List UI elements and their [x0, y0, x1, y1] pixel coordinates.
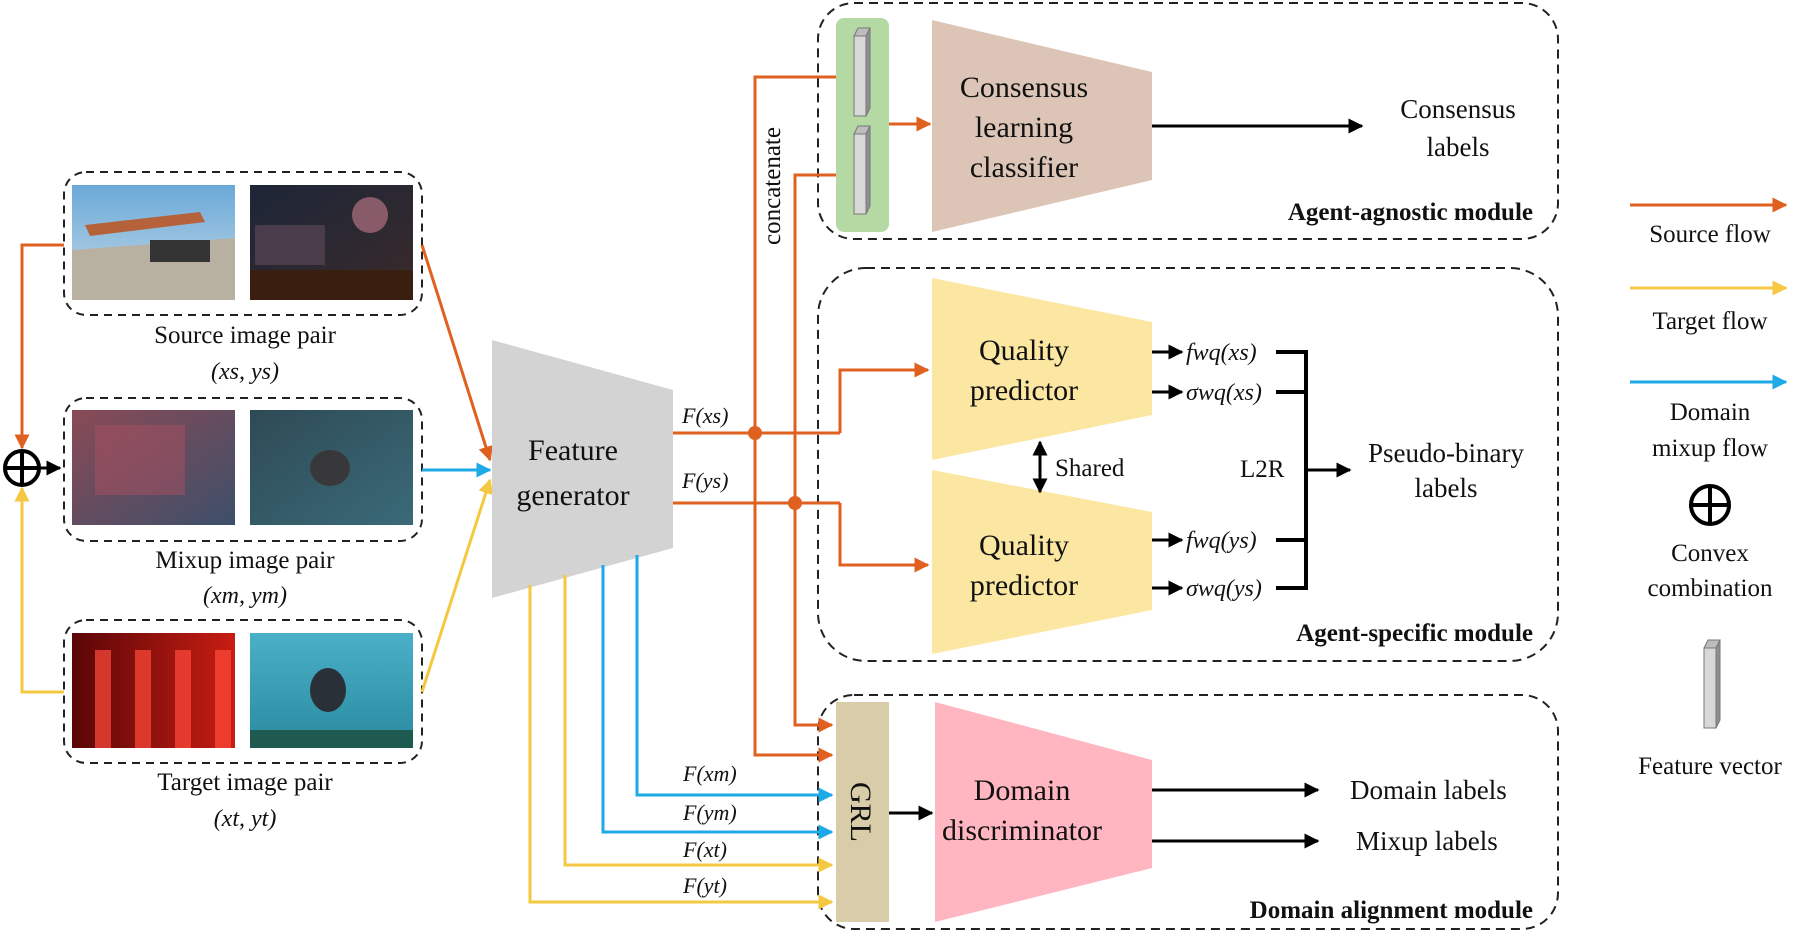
mixup-flow-lines — [601, 555, 834, 840]
quality-predictor-bottom: Quality predictor — [932, 470, 1152, 654]
source-image-pair: Source image pair (xs, ys) — [63, 171, 423, 385]
feature-fxs: F(xs) — [681, 403, 728, 428]
consensus-learning-classifier: Consensus learning classifier — [932, 20, 1152, 232]
target-to-generator-arrow — [420, 478, 494, 693]
domain-discriminator-label-1: Domain — [974, 774, 1071, 807]
feature-fys: F(ys) — [681, 468, 728, 493]
convex-combination-icon — [1689, 484, 1731, 526]
domain-discriminator-label-2: discriminator — [942, 814, 1102, 847]
mixup-image-2 — [250, 410, 413, 525]
target-image-diver — [250, 633, 413, 748]
source-flow-lines — [673, 69, 930, 763]
consensus-classifier-label-1: Consensus — [960, 71, 1088, 104]
consensus-labels-2: labels — [1427, 132, 1490, 162]
legend-target-flow-label: Target flow — [1652, 308, 1767, 335]
feature-generator: Feature generator — [492, 340, 673, 598]
feature-vector-icon — [1703, 639, 1721, 729]
generator-label-1: Feature — [528, 434, 618, 467]
legend-mixup-flow-label-1: Domain — [1670, 399, 1751, 426]
feature-fxt: F(xt) — [682, 837, 727, 862]
source-pair-label: Source image pair — [154, 322, 337, 349]
shared-indicator: Shared — [1032, 440, 1125, 494]
feature-vector-1 — [853, 27, 871, 117]
target-pair-label: Target image pair — [157, 769, 333, 796]
domain-discriminator: Domain discriminator — [935, 702, 1152, 922]
legend-source-flow: Source flow — [1630, 197, 1788, 248]
agent-specific-title: Agent-specific module — [1296, 620, 1533, 647]
feature-vector-group — [836, 18, 889, 232]
l2r-label: L2R — [1240, 456, 1285, 483]
legend-convex-label-1: Convex — [1671, 540, 1749, 567]
mixup-image-1 — [72, 410, 235, 525]
quality-predictor-bottom-label-1: Quality — [979, 529, 1069, 562]
target-image-pair: Target image pair (xt, yt) — [63, 619, 423, 832]
output-f-xs: fwq(xs) — [1186, 340, 1257, 366]
output-sigma-xs: σwq(xs) — [1186, 380, 1262, 406]
generator-label-2: generator — [516, 479, 629, 512]
legend-feature-vector: Feature vector — [1638, 639, 1783, 780]
l2r-bracket — [1276, 350, 1352, 590]
concatenate-label: concatenate — [759, 127, 786, 245]
target-pair-math: (xt, yt) — [214, 806, 277, 832]
legend-source-flow-label: Source flow — [1649, 221, 1771, 248]
mixup-labels: Mixup labels — [1356, 826, 1498, 856]
output-f-ys: fwq(ys) — [1186, 528, 1257, 554]
pseudo-binary-label-2: labels — [1415, 473, 1478, 503]
legend-convex-label-2: combination — [1648, 575, 1773, 602]
feature-fyt: F(yt) — [682, 873, 727, 898]
consensus-labels-1: Consensus — [1400, 94, 1516, 124]
domain-alignment-title: Domain alignment module — [1250, 897, 1533, 924]
target-image-red-building — [72, 633, 235, 748]
domain-alignment-module: Domain alignment module — [817, 694, 1559, 930]
legend-mixup-flow: Domain mixup flow — [1630, 374, 1788, 462]
consensus-classifier-label-2: learning — [975, 111, 1073, 144]
output-sigma-ys: σwq(ys) — [1186, 576, 1262, 602]
source-pair-math: (xs, ys) — [211, 359, 279, 385]
agent-agnostic-module: Agent-agnostic module — [817, 2, 1559, 240]
feature-fxm: F(xm) — [682, 761, 737, 786]
convex-combination-left — [3, 243, 64, 694]
quality-predictor-top-label-2: predictor — [970, 374, 1078, 407]
quality-predictor-top-label-1: Quality — [979, 334, 1069, 367]
agent-specific-module: Agent-specific module — [817, 267, 1559, 662]
consensus-classifier-label-3: classifier — [970, 151, 1078, 184]
mixup-pair-label: Mixup image pair — [155, 547, 335, 574]
legend-convex-combination: Convex combination — [1648, 484, 1773, 602]
legend-target-flow: Target flow — [1630, 280, 1788, 335]
target-flow-lines — [528, 575, 834, 910]
agent-agnostic-title: Agent-agnostic module — [1288, 199, 1533, 226]
source-image-night — [250, 185, 413, 300]
grl-block: GRL — [836, 702, 889, 922]
predictor-output-arrows — [1152, 344, 1184, 596]
quality-predictor-top: Quality predictor — [932, 278, 1152, 460]
legend-mixup-flow-label-2: mixup flow — [1652, 435, 1768, 462]
shared-label: Shared — [1055, 455, 1125, 482]
domain-labels: Domain labels — [1350, 775, 1507, 805]
source-to-generator-arrow — [420, 244, 494, 462]
pseudo-binary-label-1: Pseudo-binary — [1368, 438, 1524, 468]
feature-fym: F(ym) — [682, 800, 737, 825]
mixup-image-pair: Mixup image pair (xm, ym) — [63, 397, 423, 609]
legend-feature-vector-label: Feature vector — [1638, 753, 1782, 780]
quality-predictor-bottom-label-2: predictor — [970, 569, 1078, 602]
grl-label: GRL — [844, 782, 877, 842]
mixup-pair-math: (xm, ym) — [203, 583, 287, 609]
source-image-station — [72, 185, 235, 300]
feature-vector-2 — [853, 125, 871, 215]
legend: Source flow Target flow Domain mixup flo… — [1630, 197, 1788, 780]
